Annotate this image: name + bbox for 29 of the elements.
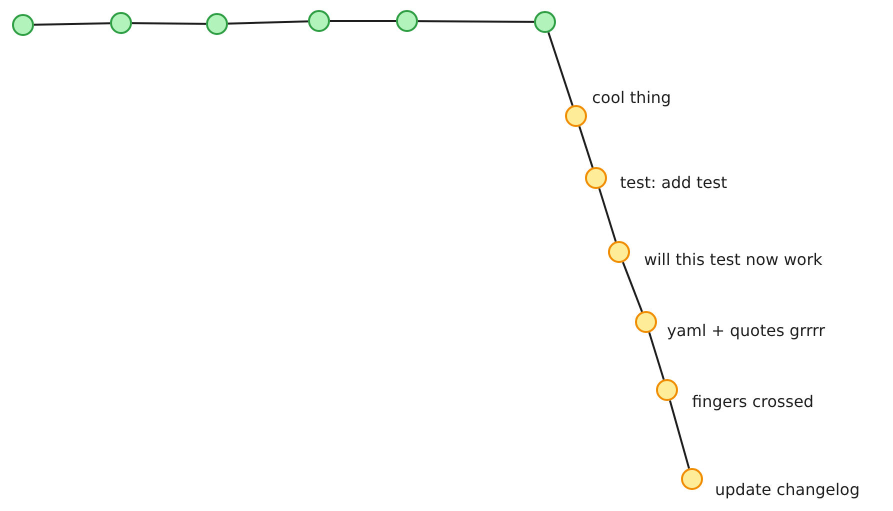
connector-line xyxy=(330,20,396,22)
commit-circle xyxy=(585,167,607,189)
connector-line xyxy=(228,20,308,25)
commit-circle xyxy=(12,14,34,36)
connector-line xyxy=(669,400,690,469)
connector-line xyxy=(578,126,594,168)
connector-line xyxy=(132,22,206,25)
commit-circle xyxy=(608,241,630,263)
connector-line xyxy=(622,262,643,312)
connector-line xyxy=(34,22,110,26)
commit-message: will this test now work xyxy=(644,250,822,270)
connector-line xyxy=(648,332,665,380)
connector-line xyxy=(418,20,534,23)
commit-message: cool thing xyxy=(592,88,672,108)
commit-circle xyxy=(534,11,556,33)
commit-message: update changelog xyxy=(715,480,860,500)
connector-line xyxy=(548,32,574,106)
commit-circle xyxy=(110,12,132,34)
commit-circle xyxy=(656,379,678,401)
commit-message: yaml + quotes grrrr xyxy=(667,321,826,341)
connector-line xyxy=(598,188,617,242)
commit-circle xyxy=(308,10,330,32)
commit-circle xyxy=(635,311,657,333)
commit-message: test: add test xyxy=(620,173,728,193)
commit-circle xyxy=(681,468,703,490)
commit-circle xyxy=(396,10,418,32)
commit-circle xyxy=(206,13,228,35)
commit-circle xyxy=(565,105,587,127)
commit-message: fingers crossed xyxy=(692,392,814,412)
